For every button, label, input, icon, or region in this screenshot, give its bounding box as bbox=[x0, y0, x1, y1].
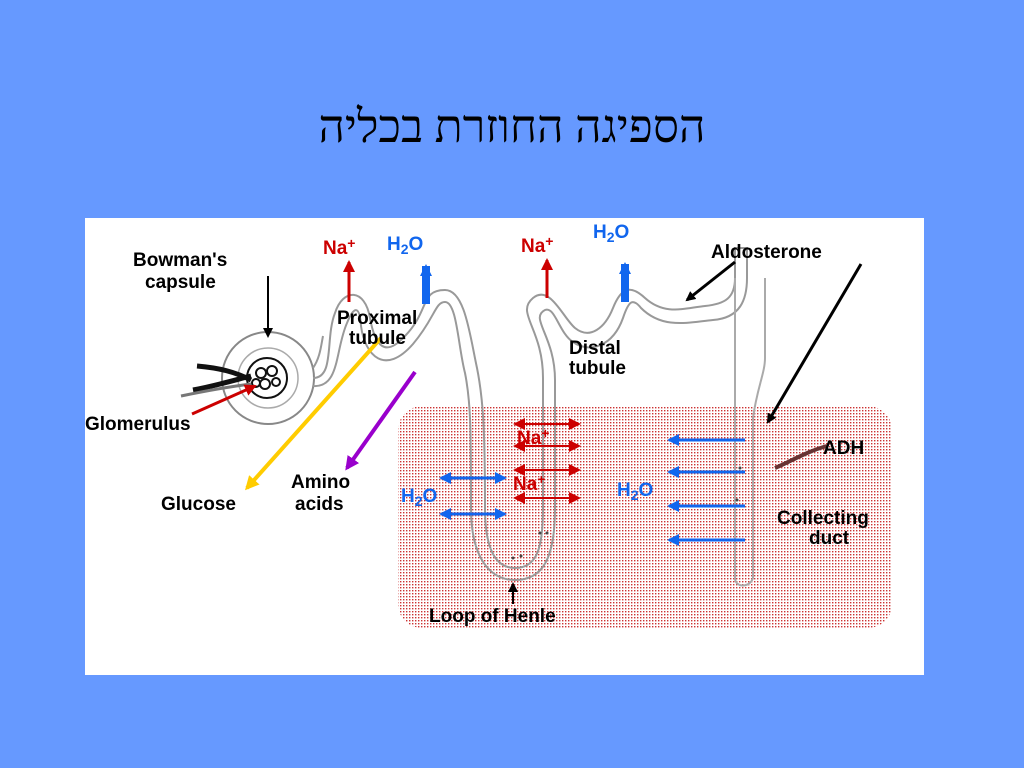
na-label-proximal: Na+ bbox=[323, 235, 355, 259]
h2o-label-collecting-duct: H2O bbox=[617, 480, 653, 503]
loop-dots bbox=[511, 466, 742, 560]
na-label-distal: Na+ bbox=[521, 233, 553, 257]
na-label-medulla-lower: Na+ bbox=[513, 471, 545, 495]
na-label-medulla-upper: Na+ bbox=[517, 425, 549, 449]
amino-acid-arrow bbox=[345, 370, 417, 471]
label-glomerulus: Glomerulus bbox=[85, 414, 191, 435]
glomerulus-shape bbox=[246, 357, 288, 399]
aldosterone-pointer-arrow bbox=[685, 260, 736, 302]
capsule-to-tubule bbox=[312, 335, 324, 369]
label-proximal-tubule-line1: Proximal bbox=[337, 308, 417, 329]
label-collecting-duct-line2: duct bbox=[809, 528, 850, 549]
medulla-na-arrows bbox=[513, 418, 581, 504]
label-glucose: Glucose bbox=[161, 494, 236, 515]
collecting-duct-pointer-arrow bbox=[766, 263, 863, 424]
label-distal-tubule-line2: tubule bbox=[569, 358, 626, 379]
label-proximal-tubule-line2: tubule bbox=[349, 328, 406, 349]
adh-pointer bbox=[774, 444, 828, 470]
label-bowmans-capsule-line2: capsule bbox=[145, 272, 216, 293]
label-bowmans-capsule-line1: Bowman's bbox=[133, 250, 227, 271]
label-loop-of-henle: Loop of Henle bbox=[429, 606, 556, 627]
glucose-arrow bbox=[245, 336, 383, 491]
h2o-arrows-collecting-duct bbox=[667, 434, 745, 546]
label-collecting-duct-line1: Collecting bbox=[777, 508, 869, 529]
h2o-arrows-loop bbox=[439, 472, 507, 520]
h2o-label-proximal: H2O bbox=[387, 234, 423, 257]
h2o-label-loop: H2O bbox=[401, 486, 437, 509]
label-amino-acids-line1: Amino bbox=[291, 472, 350, 493]
label-aldosterone: Aldosterone bbox=[711, 242, 822, 263]
medulla-region bbox=[398, 406, 892, 628]
slide-title: הספיגה החוזרת בכליה bbox=[318, 101, 706, 152]
kidney-reabsorption-diagram: Bowman's capsule Glomerulus Proximal tub… bbox=[85, 218, 924, 675]
h2o-arrows-upward bbox=[420, 262, 631, 304]
label-distal-tubule-line1: Distal bbox=[569, 338, 621, 359]
h2o-label-distal: H2O bbox=[593, 222, 629, 245]
glomerulus-pointer-arrow bbox=[191, 384, 257, 416]
label-adh: ADH bbox=[823, 438, 864, 459]
label-amino-acids-line2: acids bbox=[295, 494, 344, 515]
